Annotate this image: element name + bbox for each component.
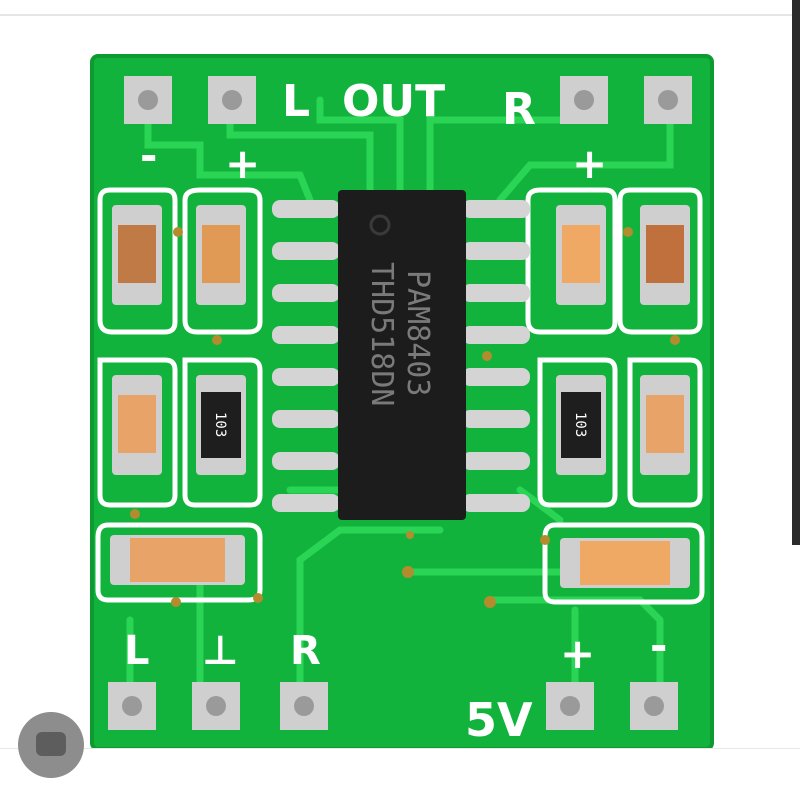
capacitor-c7	[130, 538, 225, 582]
label-bottom-left: L	[124, 628, 150, 674]
vias	[130, 227, 680, 608]
ic-pins	[272, 200, 530, 512]
label-ground: ⊥	[202, 628, 239, 674]
resistor-right-code: 103	[572, 412, 588, 437]
capacitor-c2	[202, 225, 240, 283]
capacitor-c5	[646, 225, 684, 283]
label-plus-right: +	[572, 139, 607, 188]
capacitor-c1	[118, 225, 156, 283]
label-bottom-minus: -	[650, 621, 667, 670]
label-out: OUT	[342, 76, 445, 127]
chip-marking-line2: THD518DN	[364, 262, 399, 407]
capacitor-c4	[562, 225, 600, 283]
capacitor-c6	[646, 395, 684, 453]
label-top-left: L	[282, 76, 310, 127]
scrollbar[interactable]	[792, 0, 800, 545]
label-top-right: R	[502, 84, 536, 135]
capacitor-c3	[118, 395, 156, 453]
bottom-bar	[0, 748, 800, 800]
smd-capacitors	[110, 205, 690, 588]
label-bottom-right: R	[290, 628, 321, 674]
chip-marking-line1: PAM8403	[400, 270, 435, 396]
resistor-right	[561, 392, 601, 458]
label-5v: 5V	[465, 693, 533, 747]
label-minus-left: -	[140, 131, 157, 180]
chip-pin1-marker	[369, 214, 391, 236]
resistor-left-code: 103	[212, 412, 228, 437]
capacitor-c8	[580, 541, 670, 585]
resistor-left	[201, 392, 241, 458]
silkscreen-outlines	[95, 187, 705, 605]
label-bottom-plus: +	[560, 629, 595, 678]
smd-resistors: 103 103	[196, 375, 606, 475]
top-divider	[0, 14, 800, 16]
label-plus-left: +	[225, 139, 260, 188]
amplifier-chip	[338, 190, 466, 520]
top-pads	[124, 76, 692, 124]
bottom-pads	[108, 682, 678, 730]
camera-icon	[36, 732, 66, 756]
